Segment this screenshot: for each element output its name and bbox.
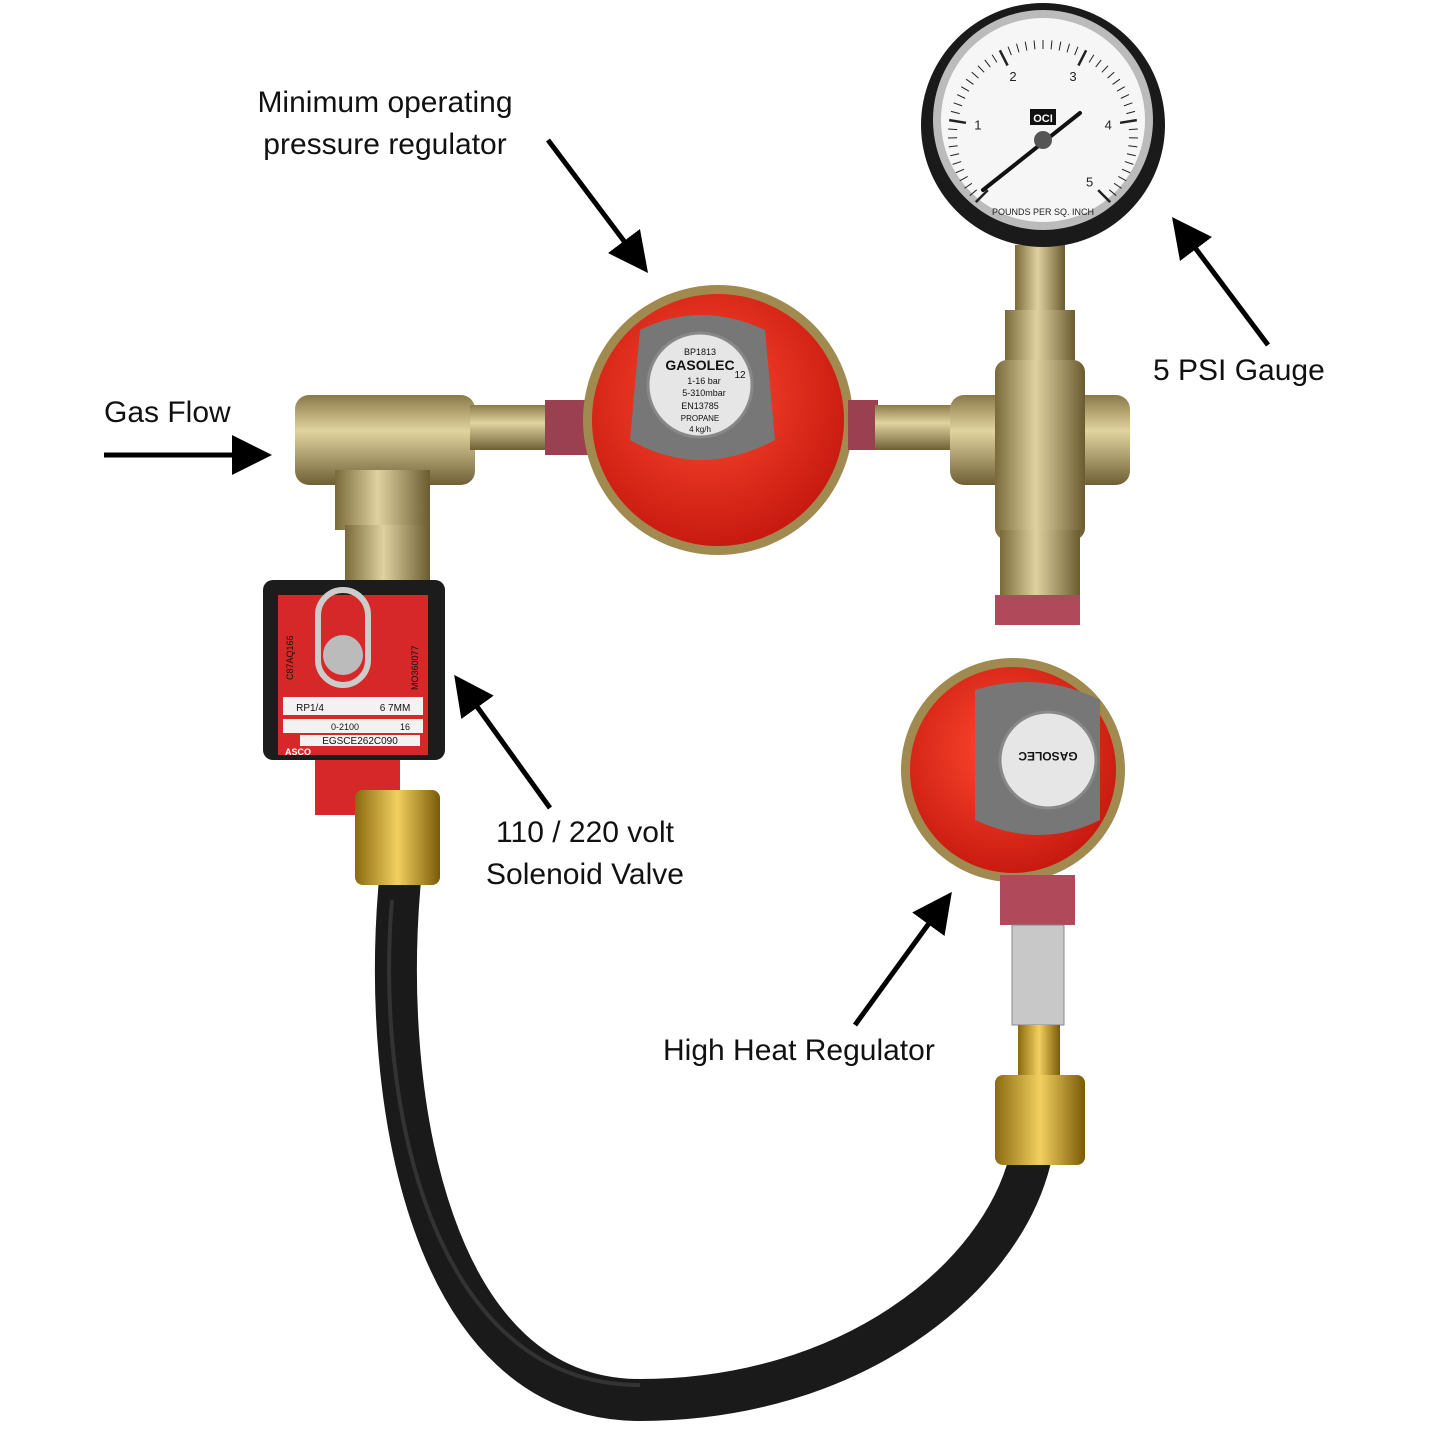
gas-hose xyxy=(374,859,1051,1422)
gauge-tick xyxy=(950,110,960,115)
gauge-tick xyxy=(1024,41,1028,51)
gauge-tick xyxy=(1126,153,1136,157)
gauge-tick xyxy=(969,189,978,196)
gauge-tick-label: 5 xyxy=(1086,175,1093,190)
gauge-tick-label: 2 xyxy=(1009,69,1016,84)
arrow-high-heat xyxy=(852,891,952,1027)
solenoid-serial-text: MO360077 xyxy=(410,645,420,690)
regulator-brand-text: GASOLEC xyxy=(665,357,734,373)
gauge-tick xyxy=(1050,40,1053,50)
gauge-tick xyxy=(1097,189,1112,204)
regulator2-brand-text: GASOLEC xyxy=(1018,749,1078,763)
gauge-tick xyxy=(1107,71,1115,79)
gauge-tick xyxy=(1077,49,1088,67)
solenoid-kv-text: 16 xyxy=(400,722,410,732)
gauge-tick xyxy=(952,161,962,165)
gauge-tick xyxy=(953,102,963,107)
gauge-tick-label: 3 xyxy=(1069,69,1076,84)
cross-fitting xyxy=(950,360,1130,600)
label-solenoid-line1: 110 / 220 volt xyxy=(496,816,674,849)
pressure-gauge: OCI POUNDS PER SQ. INCH 1 2 3 4 5 xyxy=(921,3,1165,247)
hose-fitting-right xyxy=(995,1075,1085,1165)
label-min-regulator-line1: Minimum operating xyxy=(257,86,513,119)
label-gas-flow: Gas Flow xyxy=(104,396,231,429)
regulator-model-text: BP1813 xyxy=(684,347,716,357)
gauge-tick xyxy=(998,49,1009,67)
regulator-flow-text: 4 kg/h xyxy=(689,425,711,434)
gauge-tick xyxy=(984,59,991,68)
gauge-tick xyxy=(1119,118,1138,125)
gauge-tick xyxy=(1033,40,1036,50)
minimum-pressure-regulator xyxy=(583,285,878,555)
gauge-tick xyxy=(1095,59,1102,68)
gauge-tick xyxy=(964,182,973,189)
solenoid-catalogue-text: EGSCE262C090 xyxy=(322,736,398,747)
arrow-gauge xyxy=(1172,217,1270,347)
solenoid-brand-text: ASCO xyxy=(285,747,311,757)
gauge-tick xyxy=(956,94,966,99)
gauge-tick xyxy=(1066,43,1070,53)
regulator-inlet-text: 1-16 bar xyxy=(687,376,721,386)
solenoid-pipe-text: RP1/4 xyxy=(296,703,324,714)
gauge-tick xyxy=(1007,46,1012,56)
gauge-tick-label: 4 xyxy=(1105,118,1112,133)
regulator-standard-text: EN13785 xyxy=(681,401,719,411)
gauge-tick xyxy=(1113,182,1122,189)
gauge-tick xyxy=(1058,41,1062,51)
gauge-tick xyxy=(1120,94,1130,99)
gauge-tick xyxy=(1123,102,1133,107)
gauge-tick xyxy=(948,145,958,148)
gauge-tick xyxy=(1088,54,1095,63)
gauge-tick xyxy=(1128,145,1138,148)
gauge-tick xyxy=(1121,168,1131,174)
gauge-tick xyxy=(948,128,958,131)
label-solenoid-line2: Solenoid Valve xyxy=(486,858,684,891)
regulator-outlet-text: 5-310mbar xyxy=(682,388,726,398)
solenoid-product-text: C87AQ166 xyxy=(285,635,295,680)
arrow-min-regulator xyxy=(546,138,649,273)
gauge-tick xyxy=(950,153,960,157)
gauge-tick xyxy=(1118,175,1127,182)
gauge-tick xyxy=(991,54,998,63)
gauge-tick-label: 1 xyxy=(974,118,981,133)
gauge-tick xyxy=(1016,43,1020,53)
gauge-tick xyxy=(1116,86,1126,92)
gauge-tick xyxy=(977,65,985,73)
arrow-solenoid xyxy=(454,674,553,810)
solenoid-pressure-text: 0-2100 xyxy=(331,722,359,732)
label-min-regulator: Minimum operating pressure regulator xyxy=(225,82,545,166)
gauge-tick xyxy=(1108,189,1117,196)
solenoid-valve: RP1/4 6 7MM 0-2100 16 EGSCE262C090 ASCO … xyxy=(263,580,445,815)
gauge-tick xyxy=(1101,65,1109,73)
gauge-brand-text: OCI xyxy=(1033,113,1053,125)
gauge-needle xyxy=(981,111,1082,192)
gauge-tick xyxy=(1124,161,1134,165)
gauge-tick xyxy=(1112,78,1121,85)
label-min-regulator-line2: pressure regulator xyxy=(263,128,507,161)
high-heat-regulator: GASOLEC xyxy=(901,658,1125,882)
solenoid-orifice-text: 6 7MM xyxy=(380,703,411,714)
gauge-tick xyxy=(971,71,979,79)
gauge-tick xyxy=(960,86,970,92)
gauge-tick xyxy=(1126,110,1136,115)
gauge-tick xyxy=(959,175,968,182)
gauge-tick xyxy=(965,78,974,85)
regulator-class-text: 12 xyxy=(734,370,746,381)
label-solenoid: 110 / 220 volt Solenoid Valve xyxy=(435,812,735,896)
gauge-tick xyxy=(948,118,967,125)
label-gauge: 5 PSI Gauge xyxy=(1153,354,1325,387)
gauge-tick xyxy=(955,168,965,174)
hose-fitting-left xyxy=(355,790,440,885)
gauge-tick xyxy=(1074,46,1079,56)
gauge-tick xyxy=(1128,128,1138,131)
regulator-gas-text: PROPANE xyxy=(681,414,720,423)
gauge-tick xyxy=(974,189,989,204)
tee-fitting xyxy=(295,395,595,585)
gauge-unit-text: POUNDS PER SQ. INCH xyxy=(992,207,1094,217)
label-high-heat: High Heat Regulator xyxy=(663,1034,935,1067)
